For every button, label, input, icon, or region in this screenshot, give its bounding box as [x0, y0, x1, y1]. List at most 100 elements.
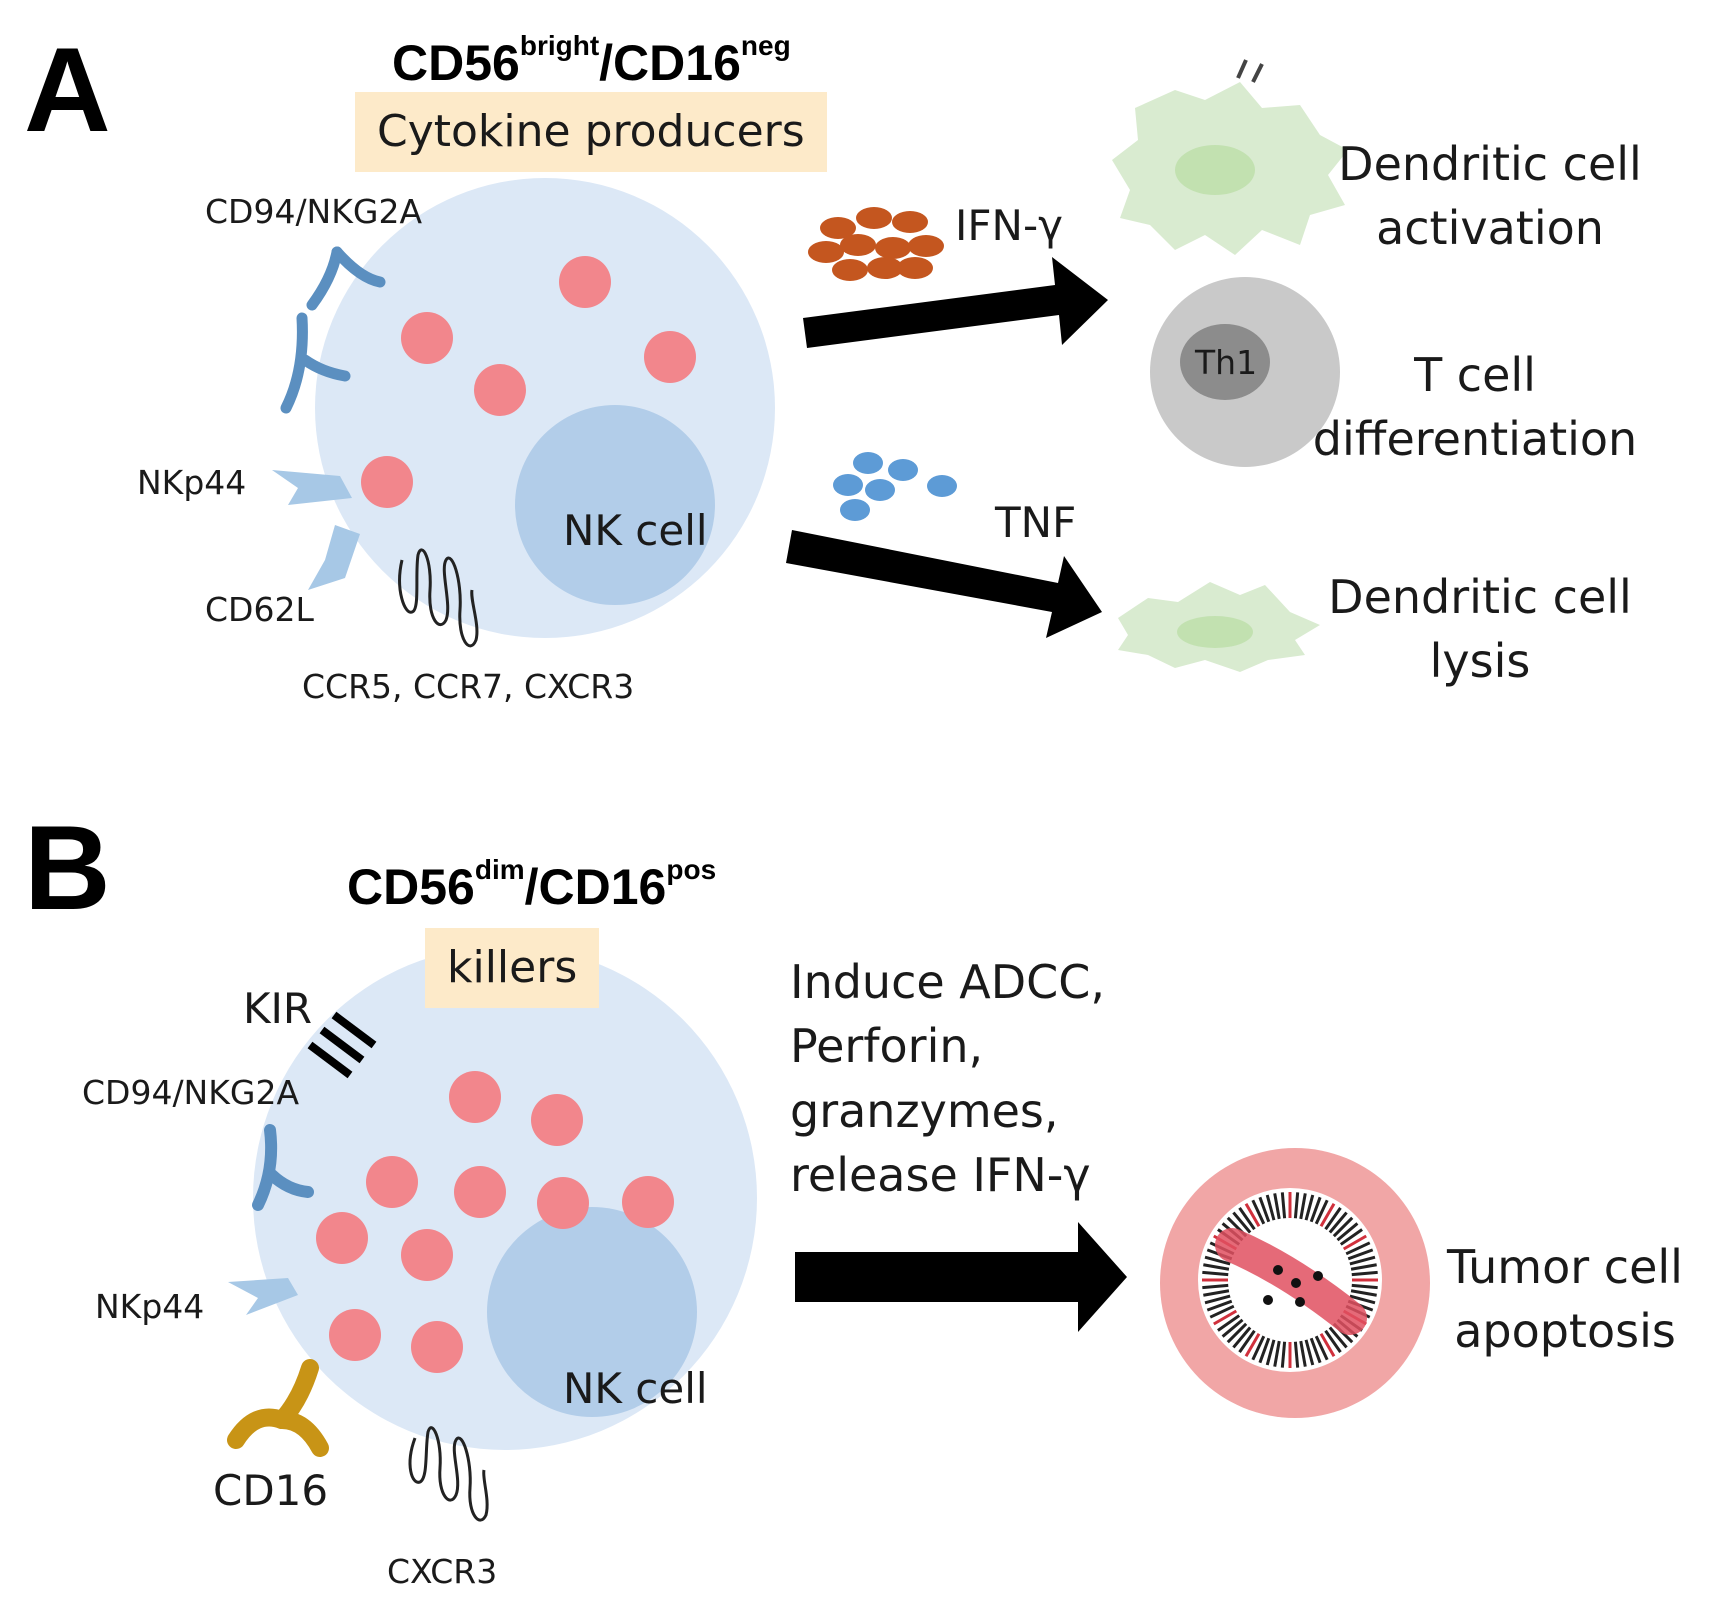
- outcome-tumor-line1: Tumor cell: [1447, 1240, 1683, 1294]
- tumor-spike: [1203, 1263, 1230, 1271]
- subtype-b-state-2: pos: [666, 854, 717, 885]
- th1-label: Th1: [1195, 343, 1258, 382]
- tumor-spike: [1328, 1211, 1348, 1234]
- tumor-spike: [1309, 1337, 1322, 1364]
- tnf-granules-icon: [833, 452, 957, 521]
- tnf-label: TNF: [995, 498, 1077, 547]
- tumor-spike: [1319, 1203, 1336, 1228]
- tumor-spike: [1258, 1196, 1271, 1223]
- tumor-spike: [1328, 1326, 1348, 1349]
- dendritic-cell-activation-icon: [1112, 59, 1348, 255]
- tumor-spike: [1244, 1332, 1261, 1357]
- outcome-dc-activation-line2: activation: [1376, 201, 1604, 256]
- outcome-t-cell-line2: differentiation: [1312, 412, 1638, 467]
- subtype-marker-2: /CD16: [599, 35, 741, 91]
- tumor-spike: [1347, 1248, 1374, 1261]
- tumor-spike: [1332, 1216, 1354, 1238]
- tumor-spike: [1265, 1339, 1276, 1366]
- tumor-spike: [1217, 1314, 1241, 1332]
- nkp44-label-a: NKp44: [137, 463, 247, 502]
- tumor-spike: [1206, 1299, 1233, 1312]
- cd94-receptor-icon-b: [252, 1124, 314, 1211]
- outcome-dc-activation-line1: Dendritic cell: [1338, 137, 1642, 191]
- chemokine-label-a: CCR5, CCR7, CXCR3: [302, 667, 635, 706]
- tumor-spike: [1251, 1199, 1266, 1225]
- outcome-t-cell-differentiation: T cell differentiation: [1305, 343, 1645, 472]
- tumor-spike: [1299, 1193, 1307, 1220]
- cd16-receptor-icon: [227, 1359, 329, 1457]
- tumor-spike: [1221, 1318, 1244, 1338]
- subtype-state-1: bright: [519, 30, 600, 61]
- tumor-spike: [1349, 1294, 1376, 1305]
- cd94-label-b: CD94/NKG2A: [82, 1073, 300, 1112]
- panel-a-graphics: [272, 59, 1348, 672]
- tumor-spike: [1280, 1192, 1287, 1219]
- mechanism-line-1: Induce ADCC,: [790, 955, 1106, 1009]
- outcome-tumor-apoptosis: Tumor cell apoptosis: [1415, 1235, 1715, 1364]
- tumor-spike: [1293, 1192, 1300, 1219]
- tumor-spike: [1273, 1340, 1281, 1367]
- outcome-dc-lysis: Dendritic cell lysis: [1310, 565, 1650, 694]
- mechanism-line-3: granzymes,: [790, 1083, 1059, 1138]
- nk-cell-b-nucleus: [487, 1207, 697, 1417]
- panel-b-graphics: [227, 946, 1430, 1522]
- tumor-spike: [1213, 1309, 1238, 1326]
- chemokine-receptor-icon-a: [398, 548, 479, 648]
- ifn-gamma-granules-icon: [808, 207, 944, 281]
- tumor-spike: [1324, 1207, 1342, 1231]
- nk-cell-a-nucleus: [515, 405, 715, 605]
- tumor-spike: [1299, 1340, 1307, 1367]
- tumor-spike: [1336, 1222, 1359, 1242]
- tumor-spike: [1203, 1289, 1230, 1297]
- panel-a-role-box: Cytokine producers: [355, 92, 827, 172]
- mechanism-line-2: Perforin,: [790, 1019, 984, 1074]
- nk-cell-label-b: NK cell: [563, 1364, 708, 1413]
- cd62l-receptor-icon: [308, 525, 360, 590]
- dendritic-cell-lysis-icon: [1118, 582, 1320, 672]
- cd16-label: CD16: [213, 1466, 329, 1515]
- panel-b-letter: B: [24, 801, 111, 935]
- chemokine-receptor-icon-b: [408, 1426, 489, 1522]
- cd94-receptor-icon: [280, 246, 386, 414]
- nk-cell-b-granules: [316, 1071, 674, 1373]
- tumor-spike: [1314, 1335, 1329, 1361]
- panel-a-subtype-title: CD56bright/CD16neg: [392, 32, 791, 91]
- tumor-spike: [1258, 1337, 1271, 1364]
- tumor-spike: [1280, 1341, 1287, 1368]
- tumor-spike: [1209, 1304, 1235, 1319]
- outcome-dc-activation: Dendritic cell activation: [1320, 132, 1660, 261]
- mechanism-line-4: release IFN-γ: [790, 1148, 1091, 1203]
- tumor-spike: [1251, 1335, 1266, 1361]
- tumor-spike: [1304, 1194, 1315, 1221]
- tumor-spike: [1202, 1283, 1229, 1290]
- outcome-tumor-line2: apoptosis: [1454, 1304, 1676, 1359]
- tumor-spike: [1204, 1255, 1231, 1266]
- outcome-dc-lysis-line1: Dendritic cell: [1328, 570, 1632, 624]
- tumor-spike: [1349, 1255, 1376, 1266]
- subtype-marker-1: CD56: [392, 35, 520, 91]
- chemokine-label-b: CXCR3: [387, 1552, 498, 1591]
- tumor-spike: [1314, 1199, 1329, 1225]
- nk-cell-a-granules: [361, 256, 696, 508]
- tumor-spike: [1350, 1289, 1377, 1297]
- killing-arrow-icon: [795, 1222, 1127, 1332]
- ifn-arrow-icon: [803, 257, 1108, 348]
- tumor-spike: [1244, 1203, 1261, 1228]
- tumor-spike: [1324, 1329, 1342, 1353]
- outcome-t-cell-line1: T cell: [1414, 348, 1536, 402]
- tumor-spike: [1293, 1341, 1300, 1368]
- kir-receptor-icon: [307, 1011, 377, 1079]
- tumor-spike: [1339, 1228, 1363, 1246]
- tumor-spike: [1342, 1234, 1367, 1251]
- tumor-spike: [1204, 1294, 1231, 1305]
- tumor-spike: [1309, 1196, 1322, 1223]
- tnf-arrow-icon: [786, 530, 1102, 638]
- nkp44-receptor-icon: [272, 470, 352, 505]
- tumor-spike: [1265, 1194, 1276, 1221]
- tumor-cell-icon: [1160, 1148, 1430, 1418]
- subtype-b-state-1: dim: [474, 854, 525, 885]
- tumor-spike: [1351, 1283, 1378, 1290]
- tumor-spike: [1232, 1211, 1252, 1234]
- t-cell-icon: [1150, 277, 1340, 467]
